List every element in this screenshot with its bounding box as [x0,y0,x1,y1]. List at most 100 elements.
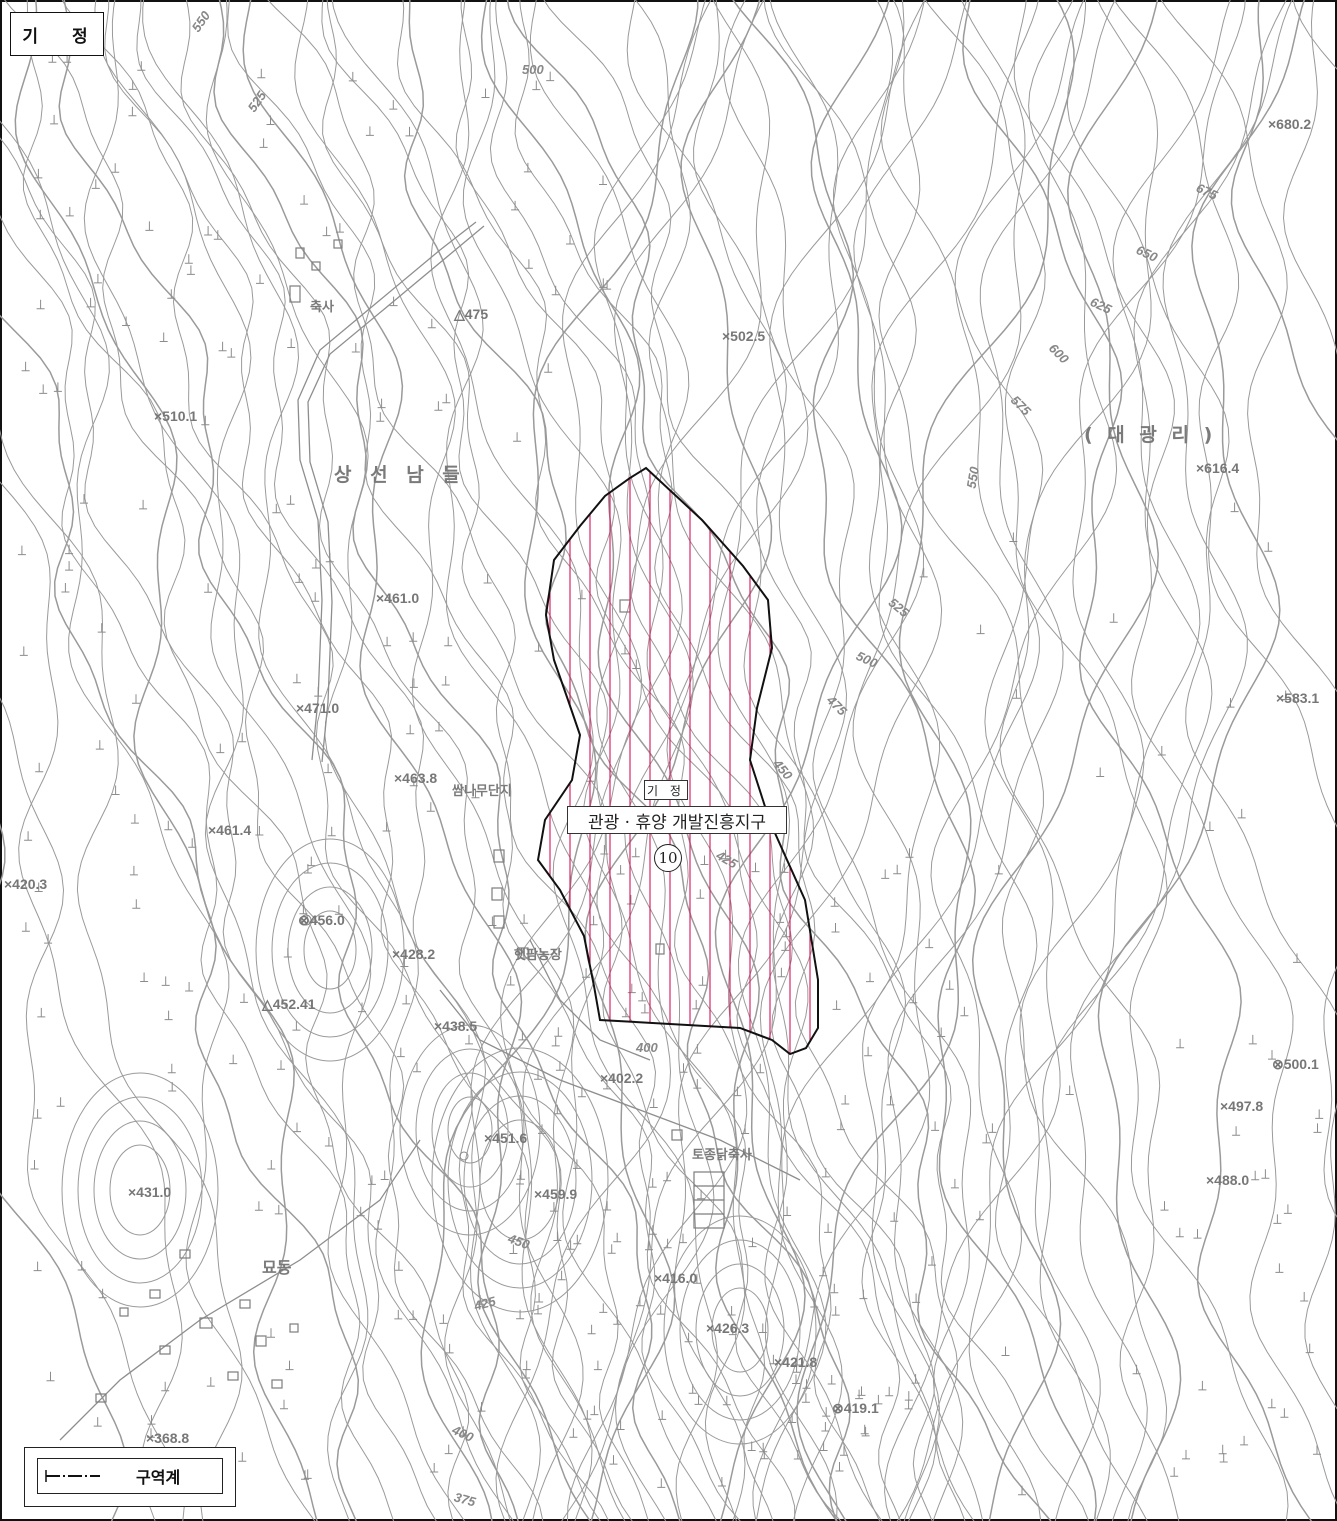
vegetation-symbol [409,678,418,688]
vegetation-symbol [1283,1204,1292,1214]
vegetation-symbol [356,1206,365,1217]
contour-line [968,0,1246,1521]
vegetation-symbol [389,296,398,307]
vegetation-symbol [613,1315,622,1325]
vegetation-symbol [91,179,100,189]
vegetation-symbol [1300,1292,1309,1302]
vegetation-symbol [819,1266,828,1277]
road-south [439,989,801,1181]
contour-line [884,0,1159,1521]
vegetation-symbol [267,1328,275,1338]
contour-line [732,0,1097,1521]
vegetation-symbol [93,1417,102,1427]
vegetation-symbol [616,1420,625,1430]
vegetation-symbol [645,1240,653,1251]
vegetation-symbol [626,895,635,905]
vegetation-symbol [481,88,490,98]
vegetation-symbol [380,1170,389,1180]
vegetation-symbol [383,636,392,647]
vegetation-symbol [700,855,709,865]
vegetation-symbol [483,574,492,584]
vegetation-symbol [267,1160,276,1170]
vegetation-symbol [400,957,409,967]
vegetation-symbol [128,106,137,117]
contour-line [1013,0,1337,1505]
vegetation-symbol [300,195,309,205]
vegetation-symbol [348,71,357,82]
vegetation-symbol [688,1384,697,1394]
vegetation-symbol [553,1104,562,1115]
vegetation-symbol [590,1405,599,1416]
contour-line [213,0,681,1521]
vegetation-symbol [792,1374,800,1384]
vegetation-symbol [925,938,934,949]
spot-elevation: ×402.2 [600,1070,644,1086]
contour-line [584,0,773,1521]
contour-line [489,0,936,1521]
legend-row: 구역계 [37,1458,223,1494]
vegetation-symbol [557,1270,566,1281]
contour-line [403,0,852,1521]
vegetation-symbol [39,384,48,394]
road-main [297,221,477,761]
vegetation-symbol [367,1175,376,1185]
vegetation-symbol [1065,1085,1074,1095]
vegetation-symbol [534,1070,542,1080]
vegetation-symbol [95,740,104,750]
contour-line [695,1263,785,1397]
contour-line [971,0,1159,1521]
contour-line [673,0,925,1521]
spot-elevation: ×416.0 [654,1270,698,1286]
vegetation-symbol [516,1175,524,1185]
vegetation-symbol [435,721,443,732]
vegetation-symbol [161,1381,170,1392]
vegetation-symbol [130,814,139,824]
contour-line [521,0,765,1521]
vegetation-symbol [409,1310,418,1320]
vegetation-symbol [164,820,173,831]
vegetation-symbol [821,1167,830,1178]
vegetation-symbol [589,915,598,926]
vegetation-symbol [1096,767,1105,777]
vegetation-symbol [692,999,701,1010]
contour-line [1070,0,1293,1521]
vegetation-symbol [132,694,140,704]
vegetation-symbol [1273,1214,1282,1224]
vegetation-symbol [206,1377,215,1387]
contour-line [663,1215,817,1445]
vegetation-symbol [663,1171,672,1182]
contour-line [714,0,903,1521]
contour-line [862,0,1085,1521]
contour-line [430,0,718,1521]
vegetation-symbol [259,138,268,148]
contour-line [1039,0,1287,1521]
vegetation-symbol [488,916,497,926]
vegetation-symbol [111,163,120,173]
spot-elevation: ⊗500.1 [1272,1056,1319,1072]
vegetation-symbol [459,1426,468,1436]
vegetation-symbol [861,1426,870,1437]
contour-line [763,0,1148,1521]
vegetation-symbol [975,1210,984,1221]
vegetation-symbol [783,1206,792,1216]
vegetation-symbol [1313,1445,1321,1455]
vegetation-symbol [599,278,608,288]
vegetation-symbol [240,993,248,1003]
vegetation-symbol [751,862,760,873]
vegetation-symbol [56,1097,65,1107]
vegetation-symbol [33,1109,42,1119]
vegetation-symbol [549,1202,558,1212]
vegetation-symbol [727,1306,736,1316]
vegetation-symbol [216,743,225,754]
contour-line [887,0,1116,1521]
vegetation-symbol [638,991,647,1002]
vegetation-symbol [65,561,74,571]
vegetation-symbol [885,1386,894,1397]
vegetation-symbol [185,982,194,992]
contour-line [431,1072,509,1188]
contour-line [737,0,926,1521]
contour-line [396,0,881,1521]
spot-elevation: ×459.9 [534,1186,578,1202]
contour-line [500,0,706,1521]
vegetation-symbol [147,1415,156,1425]
